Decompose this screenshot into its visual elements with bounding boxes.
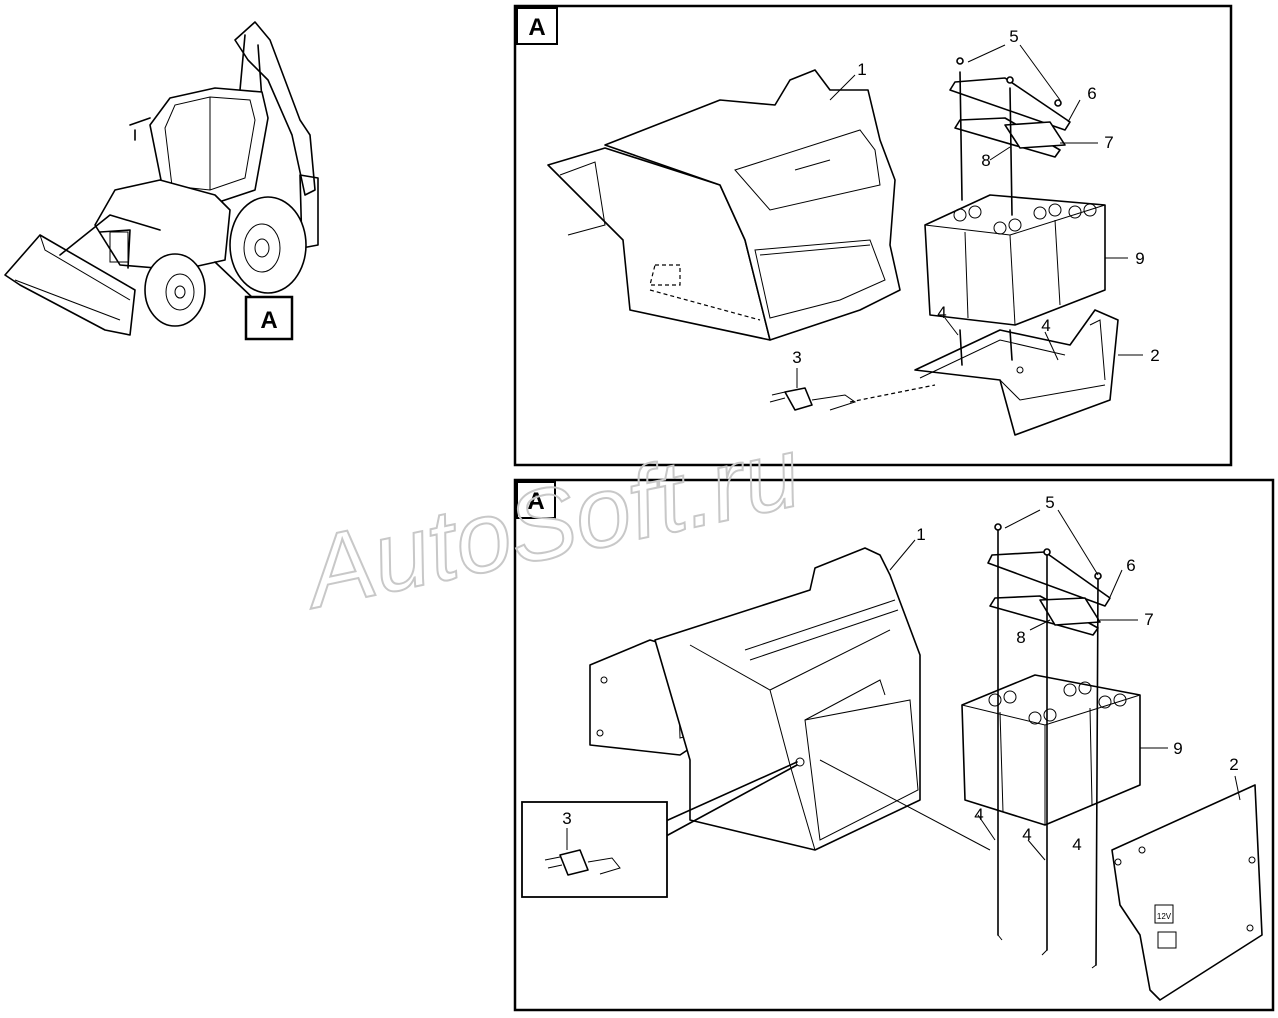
battery-cover-plate: 12V: [1111, 784, 1263, 1001]
battery-box-enclosure: [589, 547, 921, 851]
callout-4: 4: [1072, 835, 1081, 854]
svg-text:A: A: [260, 307, 277, 334]
panel-bottom-tag: A: [527, 488, 544, 515]
batteries: [961, 674, 1141, 826]
callout-6: 6: [1126, 556, 1135, 575]
panel-top-tag: A: [528, 14, 545, 41]
hold-down-rods: [959, 71, 1013, 366]
watermark-text: AutoSoft.ru: [292, 416, 810, 631]
callout-4: 4: [1022, 825, 1031, 844]
batteries: [924, 194, 1106, 326]
leader-lines-top: [796, 44, 1143, 388]
panel-top: A: [513, 4, 1233, 467]
voltage-badge: 12V: [1157, 912, 1172, 921]
callout-8: 8: [1016, 628, 1025, 647]
hold-down-rods: [997, 529, 1099, 969]
backhoe-loader-illustration: [4, 21, 319, 336]
callout-8: 8: [981, 151, 990, 170]
callout-3: 3: [792, 348, 801, 367]
callout-1: 1: [857, 60, 866, 79]
callout-4: 4: [1041, 316, 1050, 335]
callout-4: 4: [937, 303, 946, 322]
callout-5: 5: [1009, 27, 1018, 46]
switch-inset: 3: [521, 761, 798, 898]
clamp-bars: [987, 523, 1111, 636]
callout-2: 2: [1150, 346, 1159, 365]
callout-1: 1: [916, 525, 925, 544]
callout-4: 4: [974, 805, 983, 824]
battery-tray: [914, 309, 1119, 436]
panel-bottom: A 3: [513, 478, 1275, 1012]
watermark: AutoSoft.ru: [291, 415, 811, 632]
callout-3: 3: [562, 809, 571, 828]
callout-7: 7: [1104, 133, 1113, 152]
battery-isolator-switch: [769, 384, 936, 411]
view-a-label: A: [244, 295, 294, 341]
callout-9: 9: [1173, 739, 1182, 758]
battery-box-enclosure: [547, 69, 901, 341]
callout-6: 6: [1087, 84, 1096, 103]
callout-7: 7: [1144, 610, 1153, 629]
callout-5: 5: [1045, 493, 1054, 512]
callout-9: 9: [1135, 249, 1144, 268]
callout-2: 2: [1229, 755, 1238, 774]
leader-lines-bottom: [819, 509, 1241, 861]
